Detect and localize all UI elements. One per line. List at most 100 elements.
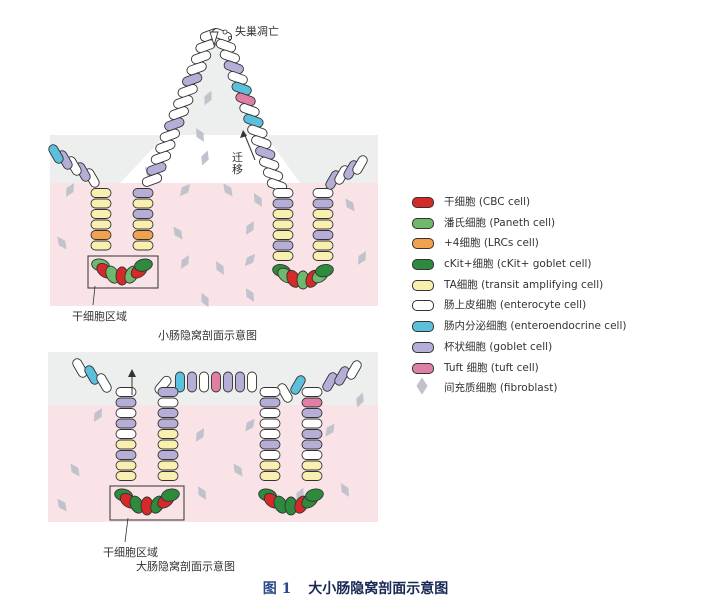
legend-label: 肠内分泌细胞 (enteroendocrine cell) [444, 320, 627, 333]
legend-label: 肠上皮细胞 (enterocyte cell) [444, 299, 587, 312]
legend-swatch [412, 341, 434, 353]
colon-crypt-cell [301, 450, 323, 460]
colon-crypt-cell [115, 471, 137, 481]
surface-epithelial-cell [84, 365, 100, 385]
crypt-cell [272, 251, 294, 261]
colon-crypt-cell [157, 429, 179, 439]
crypt-cell [272, 188, 294, 198]
crypt-cell [272, 209, 294, 219]
fibroblast-cell [254, 193, 262, 207]
fibroblast-cell [341, 483, 349, 497]
legend-label: 间充质细胞 (fibroblast) [444, 382, 558, 395]
colon-crypt-cell [301, 408, 323, 418]
fibroblast-cell [216, 261, 224, 275]
crypt-cell [312, 230, 334, 240]
colon-crypt-cell [157, 418, 179, 429]
crypt-cell [132, 219, 154, 230]
colon-crypt-cell [157, 408, 179, 418]
legend-label: 潘氏细胞 (Paneth cell) [444, 216, 556, 229]
villus-cell [141, 173, 163, 187]
legend-label: Tuft 细胞 (tuft cell) [444, 361, 539, 374]
colon-crypt-cell [115, 439, 137, 450]
colon-crypt-cell [301, 471, 323, 481]
colon-crypt-cell [259, 408, 281, 418]
surface-epithelial-cell [346, 360, 362, 380]
fibroblast-cell [244, 253, 256, 267]
crypt-cell [312, 219, 334, 230]
surface-epithelial-cell [175, 371, 185, 393]
legend-swatch [412, 259, 434, 271]
fibroblast-cell [173, 226, 183, 240]
legend-label: +4细胞 (LRCs cell) [444, 237, 539, 250]
colon-crypt-cell [301, 397, 323, 408]
legend-item-fibroblast: 间充质细胞 (fibroblast) [412, 377, 707, 400]
villus-cell [177, 83, 198, 98]
colon-crypt-cell [259, 387, 281, 397]
crypt-cell [312, 198, 334, 209]
legend-item-tuft: Tuft 细胞 (tuft cell) [412, 359, 707, 380]
fibroblast-cell [66, 183, 74, 197]
migration-arrow [243, 132, 256, 161]
figure-caption: 图 1 大小肠隐窝剖面示意图 [0, 578, 711, 598]
surface-epithelial-cell [72, 358, 88, 378]
colon-crypt-cell [259, 429, 281, 439]
fibroblast-cell [57, 236, 67, 250]
migration-arrow-head [240, 130, 247, 138]
apoptotic-cell [209, 31, 219, 47]
fibroblast-cell [198, 486, 206, 500]
villus-lumen-background [50, 30, 378, 183]
fibroblast-cell [345, 198, 355, 212]
colon-crypt-cell [259, 397, 281, 408]
surface-epithelial-cell [247, 371, 257, 393]
colon-crypt-cell [157, 397, 179, 408]
legend-swatch [412, 300, 434, 312]
fibroblast-cell [246, 288, 254, 302]
legend-item-enterocyte: 肠上皮细胞 (enterocyte cell) [412, 296, 707, 317]
colon-crypt-cell [115, 418, 137, 429]
villus-cell [352, 155, 368, 175]
small-intestine-title: 小肠隐窝剖面示意图 [158, 329, 257, 342]
shed-cell-fragment [228, 36, 232, 40]
legend-item-lrc: +4细胞 (LRCs cell) [412, 234, 707, 255]
surface-epithelial-cell [211, 371, 221, 393]
crypt-cell [90, 209, 112, 219]
fibroblast-cell [356, 392, 364, 408]
fibroblast-cell [201, 292, 209, 308]
legend-item-paneth: 潘氏细胞 (Paneth cell) [412, 214, 707, 235]
fibroblast-cell [358, 251, 366, 265]
villus-cell [164, 117, 185, 132]
fibroblast-cell [201, 150, 209, 166]
stem-zone-pointer-small [92, 285, 96, 306]
paneth-cell [134, 258, 153, 272]
crypt-cell [90, 240, 112, 251]
cell-type-legend: 干细胞 (CBC cell) 潘氏细胞 (Paneth cell) +4细胞 (LR… [412, 193, 707, 400]
legend-swatch [412, 217, 434, 229]
crypt-cell [312, 209, 334, 219]
anoikis-label: 失巢凋亡 [235, 25, 279, 38]
crypt-cell [272, 198, 294, 209]
legend-swatch [412, 279, 434, 291]
stem-zone-pointer-large [124, 517, 129, 543]
legend-swatch [412, 362, 434, 374]
fibroblast-cell [181, 255, 189, 269]
colon-crypt-cell [157, 471, 179, 481]
legend-swatch [412, 238, 434, 250]
ckit-cell [161, 488, 180, 502]
colon-crypt-cell [115, 450, 137, 460]
fibroblast-cell [325, 423, 335, 437]
colon-crypt-cell [157, 460, 179, 471]
surface-epithelial-cell [277, 383, 293, 403]
colon-crypt-cell [301, 429, 323, 439]
colon-crypt-cell [259, 439, 281, 450]
legend-label: 干细胞 (CBC cell) [444, 196, 531, 208]
crypt-cell [132, 198, 154, 209]
legend-item-enteroendocrine: 肠内分泌细胞 (enteroendocrine cell) [412, 317, 707, 338]
figure-title: 大小肠隐窝剖面示意图 [308, 581, 449, 597]
crypt-cell [132, 188, 154, 198]
stem-zone-label-large: 干细胞区域 [103, 546, 158, 559]
large-intestine-title: 大肠隐窝剖面示意图 [136, 560, 235, 573]
paneth-cell [315, 264, 334, 278]
ckit-cell [305, 488, 324, 502]
stem-zone-label-small: 干细胞区域 [72, 310, 127, 323]
